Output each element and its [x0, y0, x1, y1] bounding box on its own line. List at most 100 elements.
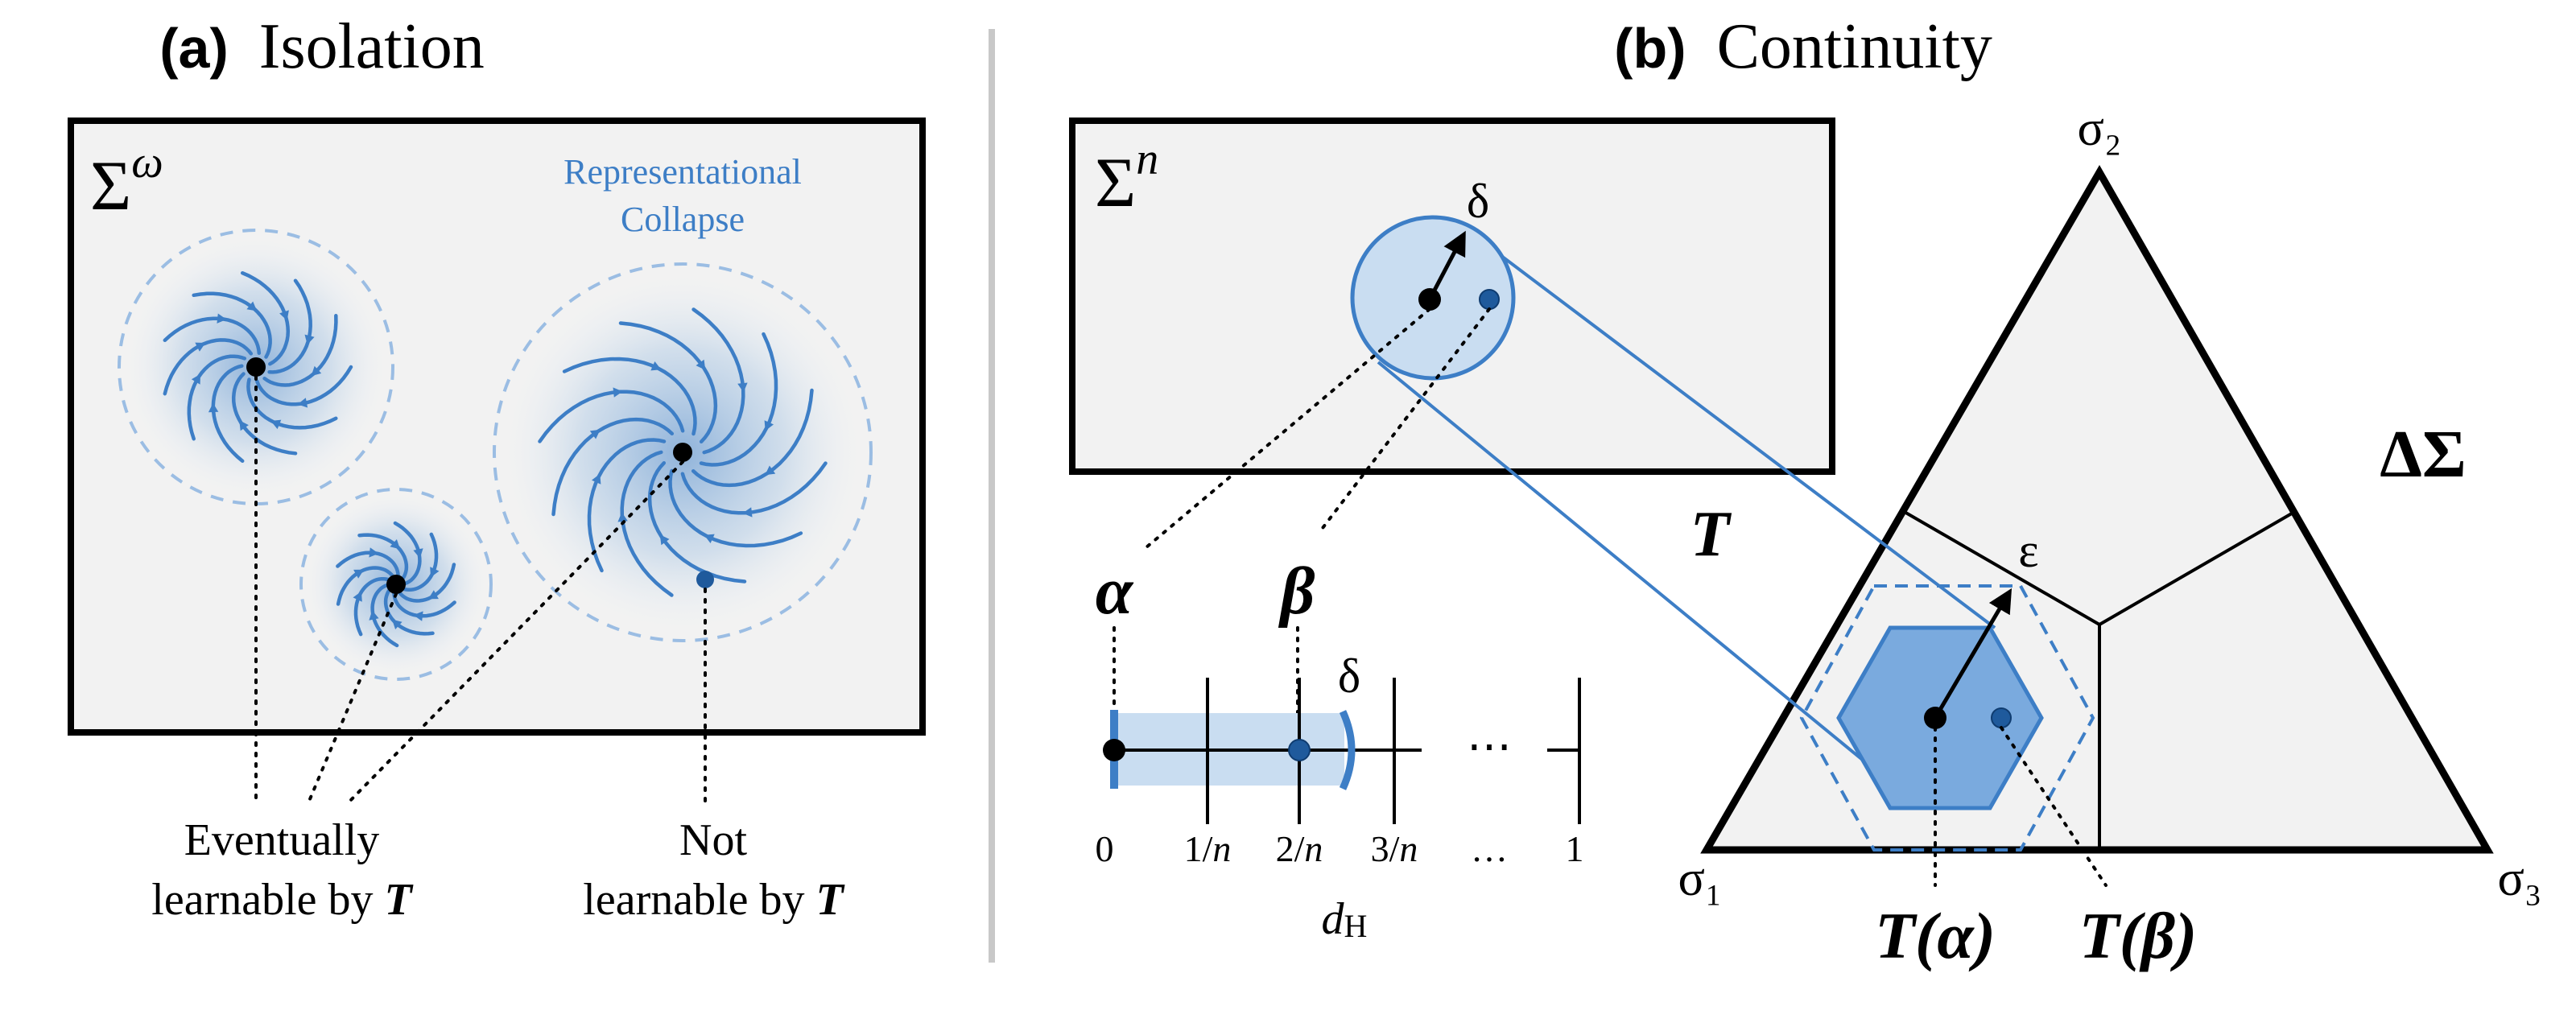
flow-arrowhead [592, 473, 601, 485]
t-beta-point [1991, 707, 2012, 728]
dotted-leaders-simplex [1934, 726, 2107, 887]
map-label: T [1690, 499, 1732, 570]
flow-arrowhead [613, 387, 623, 398]
collapse-label-line1: Representational [564, 152, 802, 192]
flow-arrowhead [589, 429, 601, 439]
distance-label: dH [1322, 894, 1368, 944]
panel-a: (a) Isolation Σω Representational Collap… [68, 11, 926, 925]
flow-line [393, 521, 422, 586]
flow-arrowhead [737, 382, 748, 393]
beta-label: β [1278, 554, 1315, 629]
flow-line [246, 377, 338, 430]
flow-arrowhead [304, 334, 315, 345]
beta-point [1479, 289, 1500, 310]
alpha-point [1418, 288, 1441, 311]
flow-arrowhead [742, 507, 753, 518]
ruler-tick-label: 3/n [1371, 828, 1418, 869]
flow-line [398, 563, 456, 603]
learnable-label-line1: Eventually [184, 815, 380, 865]
vertex-right-label: σ₃ [2497, 852, 2541, 906]
ruler [1114, 678, 1581, 824]
flow-line [231, 372, 298, 456]
collapse-label-line2: Collapse [621, 200, 745, 239]
flow-line [691, 388, 814, 488]
flow-arrowhead [369, 610, 379, 621]
flow-line [163, 316, 262, 355]
flow-arrowhead [246, 301, 258, 311]
flow-line [383, 588, 435, 636]
ruler-tick-label: 0 [1096, 828, 1114, 869]
alpha-label: α [1096, 554, 1134, 629]
flow-line [392, 591, 456, 618]
flow-arrowhead [659, 534, 670, 546]
flow-line [267, 278, 312, 374]
ruler-alpha-point [1103, 739, 1125, 761]
flow-line [402, 532, 439, 592]
flow-line [551, 417, 675, 517]
flow-arrowhead [650, 361, 662, 371]
ruler-delta-bracket [1339, 710, 1356, 790]
flow-arrowhead [297, 398, 308, 408]
ruler-beta-point [1288, 739, 1311, 761]
flow-line [620, 450, 674, 597]
panel-a-title: (a) Isolation [159, 11, 485, 82]
flow-line [680, 461, 828, 515]
flow-arrowhead [270, 419, 282, 430]
flow-arrowhead [430, 567, 440, 578]
flow-line [587, 438, 667, 573]
flow-arrowhead [217, 313, 227, 324]
flow-arrowhead [696, 359, 706, 370]
vertex-left-label: σ₁ [1678, 852, 1722, 906]
flow-line [336, 566, 394, 606]
ruler-tick-label: 2/n [1276, 828, 1323, 869]
flow-line [262, 313, 338, 387]
sigma-n-label: Σn [1095, 134, 1158, 222]
flow-arrowhead [764, 420, 774, 431]
flow-arrowhead [191, 373, 200, 385]
flow-arrowhead [704, 534, 715, 543]
flow-line [618, 321, 718, 444]
attractor-point-3 [673, 443, 692, 462]
flow-line [699, 332, 778, 467]
flow-arrowhead [413, 611, 423, 621]
ruler-tick-label: 1/n [1184, 828, 1232, 869]
dotted-leaders-a [254, 375, 707, 806]
flow-lines [163, 270, 828, 648]
vertex-top-label: σ₂ [2077, 101, 2121, 156]
flow-arrowhead [390, 539, 400, 550]
t-alpha-label: T(α) [1875, 899, 1996, 972]
flow-line [353, 576, 390, 637]
flow-line [562, 357, 697, 436]
projection-lines [1377, 227, 1996, 763]
simplex-label: ΔΣ [2380, 417, 2467, 492]
ruler-ellipsis: ⋯ [1467, 722, 1512, 772]
epsilon-hexagon [1799, 584, 2095, 852]
flow-line [255, 365, 353, 406]
flow-line [192, 291, 272, 359]
flow-arrowhead [195, 342, 206, 352]
flow-arrowhead [427, 590, 439, 600]
delta-label: δ [1467, 175, 1489, 228]
flow-line [240, 270, 291, 366]
ruler-tick-label: 1 [1566, 828, 1584, 869]
flow-line [187, 354, 247, 441]
flow-line [163, 338, 254, 396]
attractor-point-1 [246, 357, 266, 377]
unlearnable-point [696, 571, 714, 588]
flow-arrowhead [392, 619, 402, 629]
ruler-delta-label: δ [1338, 650, 1360, 703]
t-beta-label: T(β) [2079, 899, 2198, 972]
not-learnable-label-line1: Not [679, 815, 747, 865]
flow-arrowhead [279, 310, 289, 321]
flow-line [211, 364, 245, 464]
sigma-omega-label: Σω [90, 138, 163, 225]
flow-arrowhead [765, 465, 776, 476]
delta-radius-arrow [1427, 230, 1466, 301]
flow-arrowhead [311, 365, 322, 377]
epsilon-radius-arrow [1933, 588, 2013, 720]
panel-b: (b) Continuity Σn δ T [1069, 11, 2542, 972]
attractor-point-2 [386, 575, 406, 594]
